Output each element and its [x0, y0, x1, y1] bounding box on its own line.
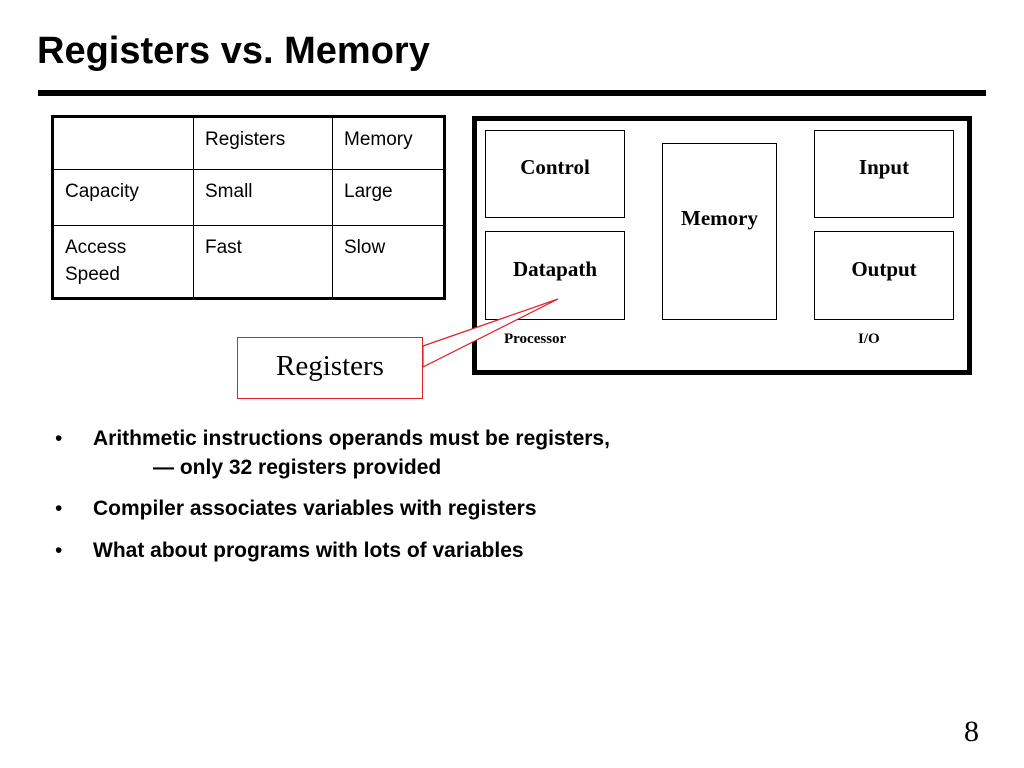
- list-item: • Arithmetic instructions operands must …: [55, 424, 610, 482]
- comparison-table: Registers Memory Capacity Small Large Ac…: [51, 115, 446, 301]
- datapath-label: Datapath: [512, 257, 597, 281]
- control-box: Control: [485, 130, 625, 218]
- registers-callout: Registers: [237, 337, 423, 399]
- output-label: Output: [851, 257, 917, 281]
- table-cell: Large: [332, 169, 445, 226]
- memory-box: Memory: [662, 143, 777, 320]
- control-label: Control: [520, 155, 590, 179]
- bullet-text: What about programs with lots of variabl…: [93, 539, 524, 562]
- computer-diagram-frame: [472, 116, 972, 375]
- memory-label: Memory: [681, 206, 758, 230]
- table-cell: Slow: [332, 224, 445, 300]
- table-header-row: Registers Memory: [52, 116, 445, 170]
- bullet-marker: •: [55, 497, 63, 520]
- callout-pointer-shape: [422, 298, 559, 368]
- page-number: 8: [964, 715, 979, 748]
- bullet-subtext: — only 32 registers provided: [153, 456, 442, 479]
- bullet-marker: •: [55, 427, 63, 450]
- processor-label: Processor: [504, 331, 567, 347]
- table-cell: Access Speed: [52, 224, 194, 300]
- input-box: Input: [814, 130, 954, 218]
- title-rule: [38, 90, 986, 96]
- table-row: Capacity Small Large: [52, 169, 445, 226]
- table-row: Access Speed Fast Slow: [52, 224, 445, 300]
- table-cell: Small: [193, 169, 333, 226]
- list-item: • Compiler associates variables with reg…: [55, 494, 610, 524]
- bullet-text: Compiler associates variables with regis…: [93, 497, 537, 520]
- list-item: • What about programs with lots of varia…: [55, 536, 610, 566]
- bullet-text: Arithmetic instructions operands must be…: [93, 427, 610, 450]
- table-cell: Fast: [193, 224, 333, 300]
- datapath-box: Datapath: [485, 231, 625, 320]
- bullet-marker: •: [55, 539, 63, 562]
- table-header-cell: Memory: [332, 116, 445, 170]
- input-label: Input: [858, 155, 910, 179]
- table-header-cell: Registers: [193, 116, 333, 170]
- bullet-list: • Arithmetic instructions operands must …: [55, 424, 610, 578]
- output-box: Output: [814, 231, 954, 320]
- slide-title: Registers vs. Memory: [37, 30, 430, 72]
- io-label: I/O: [858, 331, 880, 347]
